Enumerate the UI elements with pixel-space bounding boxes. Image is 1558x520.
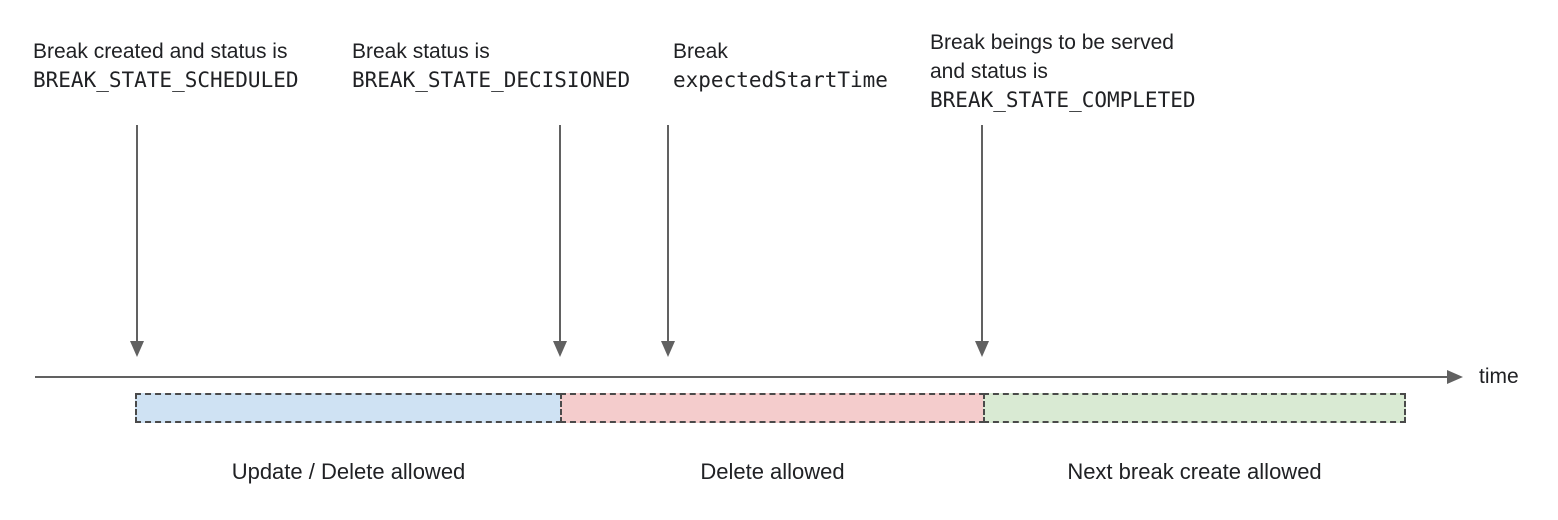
segment-delete-allowed xyxy=(560,393,985,423)
segment-label-update-delete-allowed: Update / Delete allowed xyxy=(231,459,466,484)
annotation-code: BREAK_STATE_COMPLETED xyxy=(930,88,1196,112)
annotation-text: Break status is xyxy=(352,40,490,63)
annotation-text: Break created and status is xyxy=(33,40,288,63)
segment-label-delete-allowed: Delete allowed xyxy=(700,459,845,484)
annotation-code: BREAK_STATE_DECISIONED xyxy=(352,68,631,92)
segment-label-next-break-create-allowed: Next break create allowed xyxy=(1067,459,1322,484)
down-arrow-icon xyxy=(136,125,138,341)
annotation-break-scheduled: Break created and status is BREAK_STATE_… xyxy=(33,37,299,95)
segment-update-delete-allowed xyxy=(135,393,562,423)
annotation-code: BREAK_STATE_SCHEDULED xyxy=(33,68,299,92)
annotation-break-decisioned: Break status is BREAK_STATE_DECISIONED xyxy=(352,37,630,95)
timeline-axis xyxy=(35,376,1447,378)
annotation-code: expectedStartTime xyxy=(673,68,888,92)
down-arrow-icon xyxy=(981,125,983,341)
annotation-break-completed: Break beings to be served and status is … xyxy=(930,28,1196,115)
down-arrow-icon xyxy=(667,125,669,341)
annotation-text: Break xyxy=(673,40,728,63)
down-arrow-icon xyxy=(559,125,561,341)
annotation-text: Break beings to be served xyxy=(930,31,1174,54)
segment-next-break-create-allowed xyxy=(983,393,1406,423)
annotation-text: and status is xyxy=(930,60,1048,83)
annotation-expected-start-time: Break expectedStartTime xyxy=(673,37,888,95)
timeline-axis-label: time xyxy=(1479,365,1519,388)
